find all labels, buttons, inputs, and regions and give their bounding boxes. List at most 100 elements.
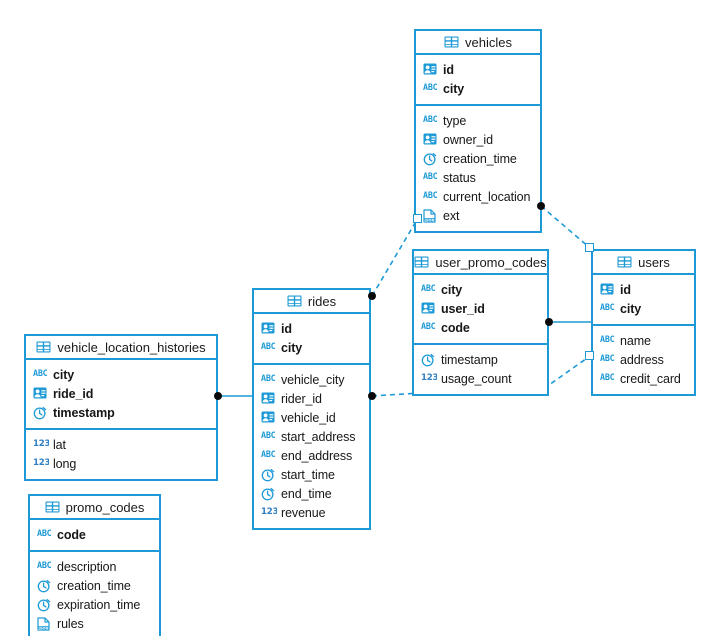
abc-string-icon: ABC	[600, 372, 615, 386]
field-row[interactable]: id	[254, 319, 369, 338]
field-row[interactable]: rider_id	[254, 389, 369, 408]
field-row[interactable]: start_time	[254, 465, 369, 484]
field-row[interactable]: creation_time	[30, 576, 159, 595]
abc-string-icon: ABC	[423, 190, 438, 204]
field-row[interactable]: vehicle_id	[254, 408, 369, 427]
abc-string-icon: ABC	[423, 82, 438, 96]
relationship-target-square-vehicles-to-users	[585, 243, 594, 252]
table-icon	[36, 341, 51, 353]
field-row[interactable]: ABC start_address	[254, 427, 369, 446]
123-number-icon: 123	[421, 372, 437, 386]
field-name: ext	[443, 208, 460, 223]
entity-title-bar[interactable]: promo_codes	[30, 496, 159, 520]
relationship-source-dot-vehicles-to-users	[537, 202, 545, 210]
field-row[interactable]: end_time	[254, 484, 369, 503]
field-row[interactable]: ABC city	[593, 299, 694, 318]
field-row[interactable]: user_id	[414, 299, 547, 318]
field-name: id	[620, 282, 631, 297]
id-card-icon	[261, 392, 275, 406]
field-name: city	[53, 367, 75, 382]
field-name: credit_card	[620, 371, 681, 386]
entity-title-bar[interactable]: vehicle_location_histories	[26, 336, 216, 360]
field-row[interactable]: id	[593, 280, 694, 299]
entity-title-bar[interactable]: rides	[254, 290, 369, 314]
svg-text:ABC: ABC	[421, 321, 436, 331]
field-row[interactable]: id	[416, 60, 540, 79]
field-row[interactable]: ride_id	[26, 384, 216, 403]
svg-text:ABC: ABC	[423, 171, 438, 181]
entity-name: vehicles	[465, 34, 512, 50]
id-card-icon	[423, 133, 437, 147]
field-name: creation_time	[57, 578, 131, 593]
clock-icon	[261, 487, 275, 501]
entity-name: rides	[307, 293, 337, 309]
abc-string-icon: ABC	[261, 341, 276, 355]
entity-title-bar[interactable]: vehicles	[416, 31, 540, 55]
clock-icon	[33, 406, 47, 420]
field-name: usage_count	[441, 371, 512, 386]
relationship-line-vehicles-to-users[interactable]	[540, 205, 591, 249]
table-icon	[444, 36, 459, 48]
field-row[interactable]: ABC city	[26, 365, 216, 384]
abc-string-icon: ABC	[37, 528, 52, 542]
entity-title-bar[interactable]: user_promo_codes	[414, 251, 547, 275]
relationship-source-dot-vehicle-location-histories-to-rides	[214, 392, 222, 400]
field-row[interactable]: 123 usage_count	[414, 369, 547, 388]
field-row[interactable]: 123 long	[26, 454, 216, 473]
field-name: city	[620, 301, 642, 316]
field-name: city	[443, 81, 465, 96]
field-row[interactable]: timestamp	[414, 350, 547, 369]
field-name: ride_id	[53, 386, 94, 401]
svg-text:ABC: ABC	[600, 302, 615, 312]
field-name: rider_id	[281, 391, 322, 406]
relationship-target-square-rides-to-vehicles	[413, 214, 422, 223]
field-name: long	[53, 456, 77, 471]
field-row[interactable]: ABC city	[416, 79, 540, 98]
abc-string-icon: ABC	[261, 430, 276, 444]
abc-string-icon: ABC	[37, 560, 52, 574]
field-name: start_address	[281, 429, 356, 444]
field-row[interactable]: owner_id	[416, 130, 540, 149]
field-name: timestamp	[441, 352, 498, 367]
field-row[interactable]: timestamp	[26, 403, 216, 422]
relationship-source-dot-rides-to-vehicles	[368, 292, 376, 300]
clock-icon	[261, 468, 275, 482]
svg-text:123: 123	[33, 458, 49, 467]
field-name: end_time	[281, 486, 332, 501]
svg-text:ABC: ABC	[423, 190, 438, 200]
abc-string-icon: ABC	[600, 353, 615, 367]
field-row[interactable]: ABC credit_card	[593, 369, 694, 388]
field-row[interactable]: creation_time	[416, 149, 540, 168]
field-row[interactable]: expiration_time	[30, 595, 159, 614]
svg-text:ABC: ABC	[261, 449, 276, 459]
id-card-icon	[261, 411, 275, 425]
abc-string-icon: ABC	[33, 368, 48, 382]
entity-title-bar[interactable]: users	[593, 251, 694, 275]
